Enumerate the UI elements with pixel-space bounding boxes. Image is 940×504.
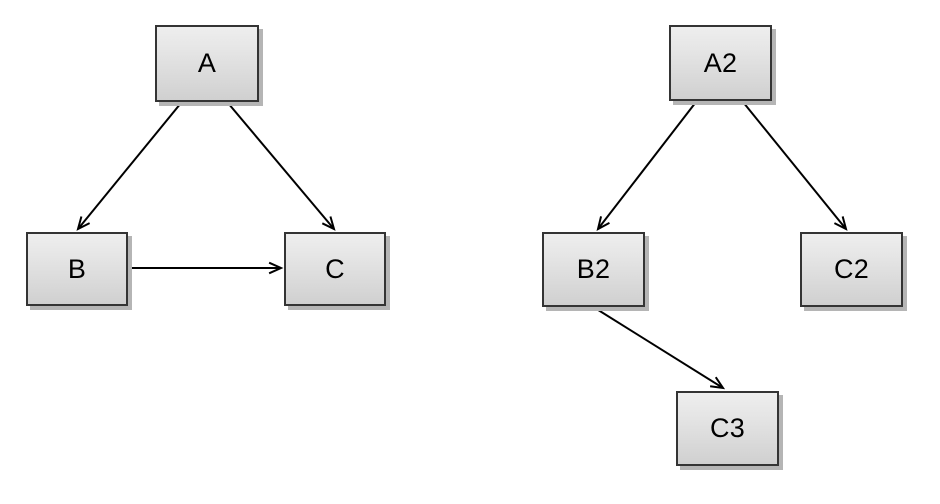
arrowhead-icon	[709, 376, 726, 390]
edge-b2-c3	[594, 307, 726, 390]
node-b2[interactable]: B2	[542, 232, 645, 307]
node-a2-label: A2	[703, 47, 738, 78]
node-b[interactable]: B	[26, 232, 128, 306]
edge-b-c	[129, 261, 284, 275]
node-b2-label: B2	[576, 254, 611, 284]
node-c2[interactable]: C2	[800, 232, 903, 307]
node-c-label: C	[325, 253, 345, 284]
edge-line	[78, 102, 182, 229]
node-c3[interactable]: C3	[676, 391, 779, 466]
node-c3-label: C3	[710, 413, 745, 443]
node-a-label: A	[197, 48, 217, 78]
arrowhead-icon	[833, 216, 848, 231]
edge-a-b	[76, 102, 182, 231]
edge-line	[742, 101, 846, 229]
edge-line	[227, 102, 334, 229]
edge-a2-b2	[596, 101, 697, 231]
arrowhead-icon	[76, 216, 91, 231]
edge-line	[598, 101, 697, 229]
arrowhead-icon	[321, 216, 336, 231]
edge-a2-c2	[742, 101, 848, 231]
node-c2-label: C2	[834, 254, 869, 284]
arrowhead-icon	[596, 216, 610, 231]
node-a[interactable]: A	[155, 25, 259, 102]
edge-line	[594, 307, 722, 388]
edge-a-c	[227, 102, 336, 231]
node-c[interactable]: C	[284, 232, 386, 306]
node-b-label: B	[67, 253, 87, 284]
arrowhead-icon	[268, 261, 284, 275]
node-a2[interactable]: A2	[669, 25, 772, 101]
